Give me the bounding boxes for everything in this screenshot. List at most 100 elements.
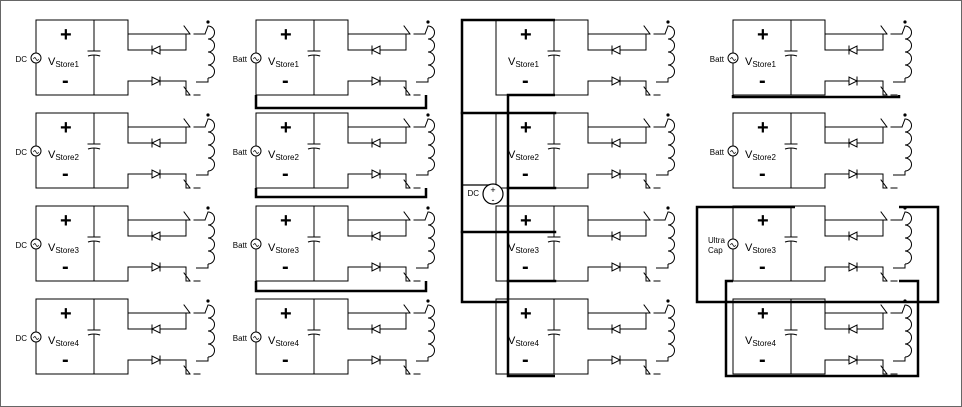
inductor-icon <box>427 304 435 358</box>
upper-branch-wire <box>554 112 646 128</box>
store-voltage-subscript: Store4 <box>275 339 299 348</box>
inductor-icon <box>667 118 675 172</box>
polarity-dot <box>426 113 430 117</box>
panel-3-bus: +-DC <box>460 18 557 378</box>
capacitor-icon <box>547 50 561 57</box>
plus-sign: + <box>520 210 532 232</box>
source-label: Batt <box>233 148 248 157</box>
polarity-dot <box>206 113 210 117</box>
source-icon <box>30 145 42 157</box>
inductor-icon <box>667 25 675 79</box>
switch-blade <box>183 304 191 314</box>
store-voltage-label: VStore1 <box>268 56 299 69</box>
lower-diode-icon <box>151 262 162 272</box>
dc-source-icon: +- <box>461 183 504 205</box>
lower-branch-wire <box>554 267 589 282</box>
store-voltage-label: VStore4 <box>48 335 79 348</box>
coil-return-wire <box>893 171 906 176</box>
source-label: DC <box>15 148 27 157</box>
polarity-dot <box>206 206 210 210</box>
capacitor-plate-curved <box>547 54 561 57</box>
capacitor-icon <box>784 143 798 150</box>
store-voltage-symbol: V <box>48 56 56 68</box>
coil-lead <box>424 25 429 35</box>
capacitor-icon <box>784 50 798 57</box>
upper-diode-icon <box>370 45 381 55</box>
source-icon <box>30 238 42 250</box>
plus-sign: + <box>60 24 72 46</box>
lower-diode-icon <box>611 76 622 86</box>
store-voltage-subscript: Store3 <box>515 246 539 255</box>
store-voltage-subscript: Store1 <box>55 60 79 69</box>
panel-4-cell-3: +-VStore3 <box>732 205 912 282</box>
store-voltage-symbol: V <box>48 335 56 347</box>
store-voltage-symbol: V <box>268 242 276 254</box>
minus-sign: - <box>522 163 529 185</box>
coil-lead <box>901 118 906 128</box>
capacitor-plate-curved <box>784 333 798 336</box>
plus-sign: + <box>757 24 769 46</box>
bus-right-rail <box>506 93 555 378</box>
upper-branch-wire <box>94 19 186 35</box>
minus-sign: - <box>522 70 529 92</box>
lower-diode-icon <box>151 355 162 365</box>
source-circle <box>30 331 42 343</box>
plus-sign: + <box>520 24 532 46</box>
coil-return-wire <box>416 264 429 269</box>
lower-diode-icon <box>611 262 622 272</box>
coil-return-wire <box>416 171 429 176</box>
source-wave <box>730 57 736 61</box>
store-voltage-symbol: V <box>508 56 516 68</box>
switch-blade <box>643 304 651 314</box>
lower-branch-wire <box>94 174 129 189</box>
diode-body <box>150 138 161 148</box>
source-circle <box>727 52 739 64</box>
source-label: DC <box>15 55 27 64</box>
upper-diode-icon <box>370 324 381 334</box>
store-voltage-symbol: V <box>48 242 56 254</box>
upper-branch-wire <box>791 19 883 35</box>
store-voltage-subscript: Store1 <box>275 60 299 69</box>
coil-return-wire <box>196 357 209 362</box>
upper-diode-icon <box>847 45 858 55</box>
switch-blade <box>880 179 888 189</box>
upper-branch-wire <box>554 19 646 35</box>
polarity-dot <box>903 20 907 24</box>
source-wave <box>253 150 259 154</box>
source-icon <box>250 52 262 64</box>
store-voltage-subscript: Store2 <box>275 153 299 162</box>
panel-3-cell-4: +-VStore4 <box>495 298 675 375</box>
store-voltage-subscript: Store2 <box>55 153 79 162</box>
diode-body <box>371 169 382 179</box>
lower-branch-wire <box>554 174 589 189</box>
inductor-icon <box>207 211 215 265</box>
diode-body <box>151 355 162 365</box>
inductor-icon <box>904 211 912 265</box>
switch-blade <box>403 365 411 375</box>
polarity-dot <box>426 299 430 303</box>
ultracap-outer-loop <box>695 205 940 304</box>
diode-body <box>848 355 859 365</box>
switch-blade <box>183 272 191 282</box>
source-circle <box>30 145 42 157</box>
capacitor-icon <box>784 236 798 243</box>
diode-body <box>847 231 858 241</box>
store-voltage-symbol: V <box>508 335 516 347</box>
upper-branch-wire <box>554 298 646 314</box>
capacitor-icon <box>307 50 321 57</box>
coil-lead <box>664 304 669 314</box>
ultracap-inner-loop <box>724 279 920 378</box>
diode-body <box>151 169 162 179</box>
capacitor-icon <box>87 143 101 150</box>
switch-blade <box>643 179 651 189</box>
upper-diode-icon <box>150 45 161 55</box>
diode-body <box>848 169 859 179</box>
upper-branch-wire <box>791 205 883 221</box>
capacitor-plate-curved <box>784 54 798 57</box>
ultracap-source-icon <box>727 238 739 250</box>
source-wave <box>33 150 39 154</box>
